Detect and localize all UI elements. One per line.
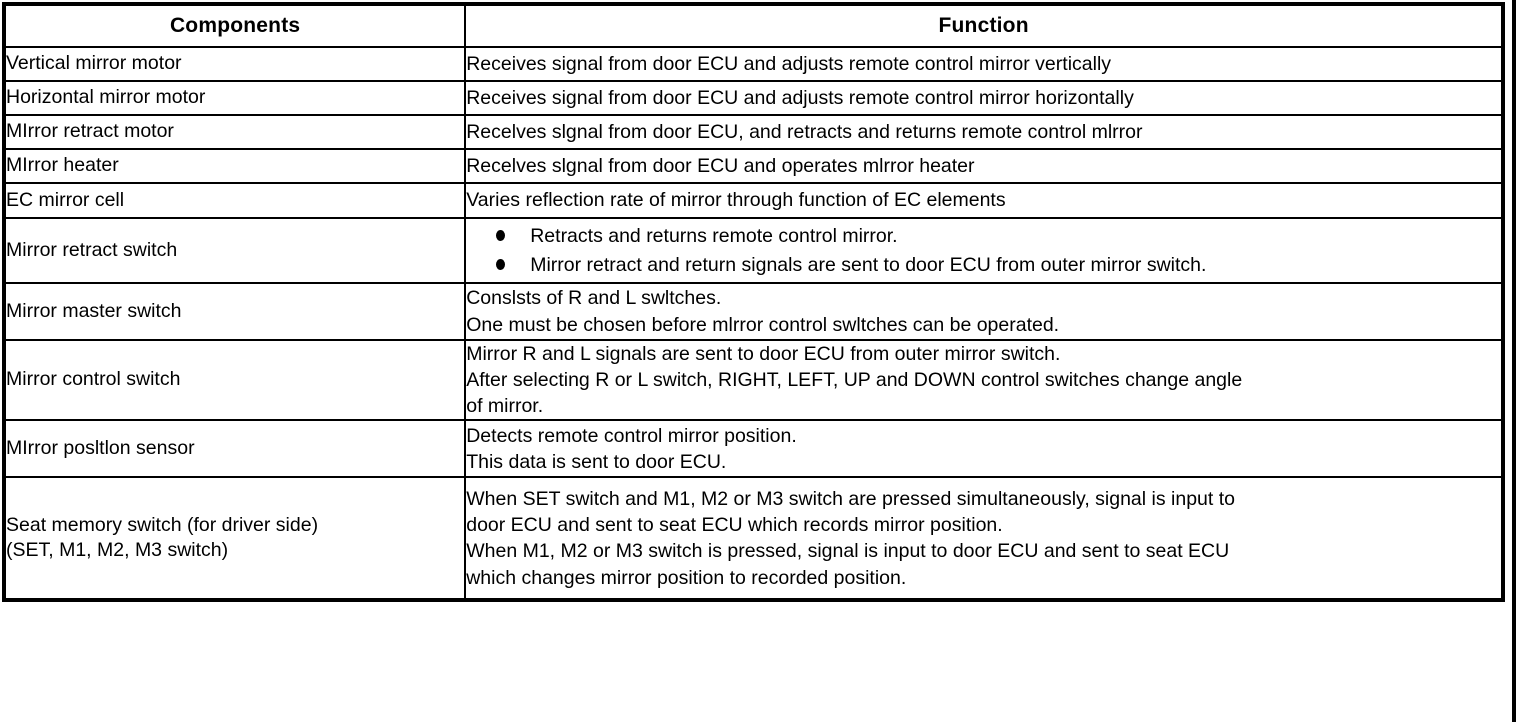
function-line: Mirror R and L signals are sent to door …: [466, 343, 1061, 365]
table-row: EC mirror cell Varies reflection rate of…: [2, 182, 1504, 219]
function-line: One must be chosen before mlrror control…: [466, 313, 1060, 336]
table-row: Mirror control switch Mirror R and L sig…: [2, 338, 1504, 422]
component-cell: Horizontal mirror motor: [2, 80, 467, 116]
function-cell: Recelves slgnal from door ECU and operat…: [464, 148, 1504, 184]
component-line: Mirror retract switch: [6, 238, 178, 261]
component-cell: MIrror posltlon sensor: [2, 419, 467, 479]
component-line: MIrror retract motor: [6, 120, 174, 143]
function-line: When M1, M2 or M3 switch is pressed, sig…: [466, 540, 1230, 563]
components-function-table: Components Function Vertical mirror moto…: [2, 2, 1505, 603]
function-line: When SET switch and M1, M2 or M3 switch …: [466, 488, 1235, 511]
function-line: Recelves slgnal from door ECU, and retra…: [466, 120, 1143, 143]
function-cell: Conslsts of R and L swltches. One must b…: [464, 282, 1504, 341]
function-line: Retracts and returns remote control mirr…: [530, 224, 898, 247]
component-cell: EC mirror cell: [2, 182, 467, 219]
function-cell: Mirror R and L signals are sent to door …: [464, 338, 1504, 422]
function-line: Conslsts of R and L swltches.: [466, 287, 722, 310]
function-line: This data is sent to door ECU.: [466, 450, 727, 473]
function-line: Receives signal from door ECU and adjust…: [466, 52, 1112, 75]
function-line: Recelves slgnal from door ECU and operat…: [466, 154, 975, 177]
column-header-components-label: Components: [169, 14, 301, 37]
function-line: Detects remote control mirror position.: [466, 424, 797, 447]
function-line: of mirror.: [466, 395, 544, 418]
component-cell: Seat memory switch (for driver side) (SE…: [2, 476, 467, 602]
component-line: Mirror control switch: [6, 368, 181, 391]
table-row: Mirror retract switch Retracts and retur…: [2, 217, 1504, 284]
function-line: which changes mirror position to recorde…: [466, 566, 907, 589]
function-cell: Receives signal from door ECU and adjust…: [464, 80, 1504, 116]
component-cell: Mirror master switch: [2, 282, 467, 341]
component-cell: Mirror control switch: [2, 338, 467, 422]
function-line: After selecting R or L switch, RIGHT, LE…: [466, 369, 1243, 392]
component-line: (SET, M1, M2, M3 switch): [6, 539, 229, 562]
table-row: Horizontal mirror motor Receives signal …: [2, 80, 1504, 116]
table-row: MIrror posltlon sensor Detects remote co…: [2, 419, 1504, 479]
bullet-icon: [496, 229, 506, 241]
table-header-row: Components Function: [2, 3, 1504, 48]
function-cell: Varies reflection rate of mirror through…: [464, 182, 1504, 219]
function-line: Mirror retract and return signals are se…: [530, 254, 1207, 276]
column-header-components: Components: [2, 3, 467, 48]
function-cell: Recelves slgnal from door ECU, and retra…: [464, 114, 1504, 150]
list-item: Retracts and returns remote control mirr…: [496, 223, 1501, 249]
list-item: Mirror retract and return signals are se…: [496, 252, 1501, 278]
function-cell: When SET switch and M1, M2 or M3 switch …: [464, 476, 1504, 602]
function-cell: Receives signal from door ECU and adjust…: [464, 46, 1504, 82]
component-line: Horizontal mirror motor: [6, 86, 206, 109]
function-line: Receives signal from door ECU and adjust…: [466, 86, 1134, 109]
page-edge-rule: [1512, 0, 1516, 722]
function-line: door ECU and sent to seat ECU which reco…: [466, 514, 1003, 537]
table-row: Mirror master switch Conslsts of R and L…: [2, 282, 1504, 341]
bullet-icon: [496, 259, 506, 271]
component-line: MIrror posltlon sensor: [6, 437, 195, 459]
column-header-function: Function: [464, 3, 1504, 48]
function-line: Varies reflection rate of mirror through…: [466, 189, 1006, 212]
table-row: MIrror retract motor Recelves slgnal fro…: [2, 114, 1504, 150]
function-bullet-list: Retracts and returns remote control mirr…: [466, 223, 1501, 278]
table-row: Seat memory switch (for driver side) (SE…: [2, 476, 1504, 602]
column-header-function-label: Function: [938, 14, 1029, 37]
component-line: EC mirror cell: [6, 188, 125, 211]
function-cell: Detects remote control mirror position. …: [464, 419, 1504, 479]
component-cell: Vertical mirror motor: [2, 46, 467, 82]
component-cell: MIrror retract motor: [2, 114, 467, 150]
component-line: Seat memory switch (for driver side): [6, 513, 319, 536]
component-line: MIrror heater: [6, 154, 119, 177]
table-row: MIrror heater Recelves slgnal from door …: [2, 148, 1504, 184]
function-cell: Retracts and returns remote control mirr…: [464, 217, 1504, 284]
component-line: Mirror master switch: [6, 299, 182, 322]
table-row: Vertical mirror motor Receives signal fr…: [2, 46, 1504, 82]
component-cell: Mirror retract switch: [2, 217, 467, 284]
component-cell: MIrror heater: [2, 148, 467, 184]
component-line: Vertical mirror motor: [6, 52, 182, 75]
